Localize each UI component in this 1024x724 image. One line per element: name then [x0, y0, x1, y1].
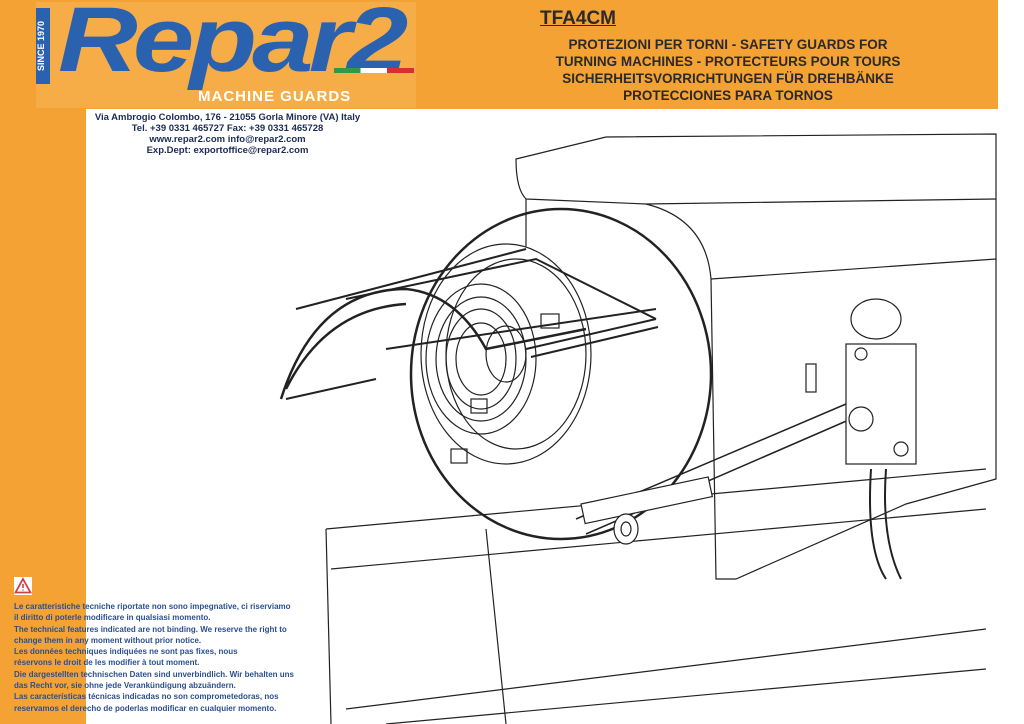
- italian-flag-stripe: [334, 68, 414, 73]
- export-line[interactable]: Exp.Dept: exportoffice@repar2.com: [146, 145, 309, 156]
- side-band: [0, 109, 86, 724]
- disclaimer-line: The technical features indicated are not…: [14, 624, 287, 634]
- repar2-logo: SINCE 1970 Repar2 MACHINE GUARDS: [36, 0, 416, 108]
- disclaimer-line: Die dargestellten technischen Daten sind…: [14, 669, 294, 679]
- company-address: Via Ambrogio Colombo, 176 - 21055 Gorla …: [90, 112, 365, 156]
- logo-wordmark: Repar2: [58, 0, 408, 91]
- logo-since: SINCE 1970: [36, 8, 50, 84]
- logo-tagline: MACHINE GUARDS: [198, 88, 352, 105]
- subtitle-line: SICHERHEITSVORRICHTUNGEN FÜR DREHBÄNKE: [562, 71, 894, 86]
- subtitle-line: PROTECCIONES PARA TORNOS: [623, 88, 833, 103]
- product-subtitle: PROTEZIONI PER TORNI - SAFETY GUARDS FOR…: [528, 36, 928, 104]
- product-code: TFA4CM: [540, 8, 616, 29]
- disclaimer-line: das Recht vor, sie ohne jede Verankündig…: [14, 681, 236, 691]
- disclaimer-line: Le caratteristiche tecniche riportate no…: [14, 602, 291, 611]
- disclaimer-line: il diritto di poterle modificare in qual…: [14, 613, 211, 623]
- disclaimer-line: réservons le droit de les modifier à tou…: [14, 658, 200, 668]
- subtitle-line: PROTEZIONI PER TORNI - SAFETY GUARDS FOR: [568, 37, 888, 52]
- disclaimer-line: Las características técnicas indicadas n…: [14, 692, 279, 702]
- phone-line: Tel. +39 0331 465727 Fax: +39 0331 46572…: [131, 123, 324, 134]
- address-line: Via Ambrogio Colombo, 176 - 21055 Gorla …: [94, 112, 361, 123]
- lathe-guard-drawing: [279, 133, 997, 724]
- disclaimer-line: Les données techniques indiquées ne sont…: [14, 647, 238, 657]
- subtitle-line: TURNING MACHINES - PROTECTEURS POUR TOUR…: [555, 54, 901, 69]
- web-line[interactable]: www.repar2.com info@repar2.com: [149, 134, 306, 145]
- disclaimer-line: change them in any moment without prior …: [14, 635, 202, 645]
- warning-triangle-icon: [13, 577, 33, 595]
- disclaimer-text: Le caratteristiche tecniche riportate no…: [14, 601, 314, 714]
- disclaimer-line: reservamos el derecho de poderlas modifi…: [14, 703, 277, 713]
